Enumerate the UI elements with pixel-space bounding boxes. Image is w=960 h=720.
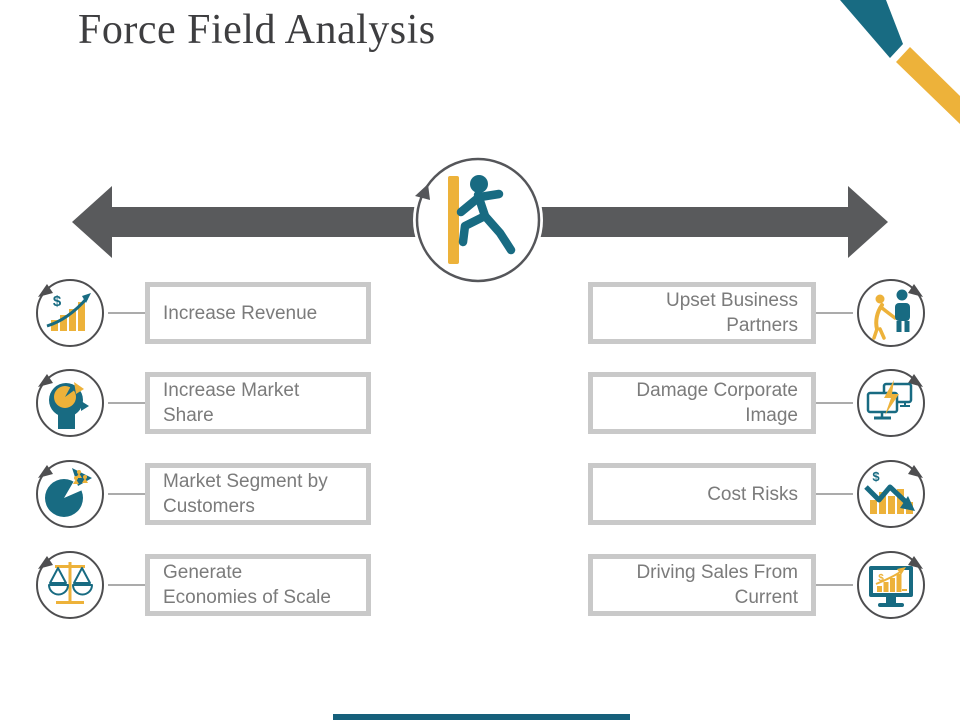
force-label: Damage Corporate Image bbox=[636, 380, 798, 426]
force-label-box: Cost Risks bbox=[588, 463, 816, 525]
connector-line bbox=[108, 493, 145, 495]
customer-segment-pie-icon bbox=[36, 460, 104, 528]
left-force-row: $ Increase Revenue bbox=[32, 275, 371, 351]
page-title: Force Field Analysis bbox=[78, 7, 436, 53]
svg-text:$: $ bbox=[878, 573, 884, 584]
monitor-sales-growth-icon: $ bbox=[857, 551, 925, 619]
force-label-box: Generate Economies of Scale bbox=[145, 554, 371, 616]
balance-scale-icon bbox=[36, 551, 104, 619]
bottom-accent-bar bbox=[333, 714, 630, 720]
head-pie-icon bbox=[36, 369, 104, 437]
force-label: Generate Economies of Scale bbox=[163, 562, 331, 608]
running-man-icon bbox=[413, 155, 543, 285]
force-label: Upset Business Partners bbox=[665, 290, 798, 336]
right-force-row: Driving Sales From Current $ bbox=[588, 547, 929, 623]
left-force-row: Generate Economies of Scale bbox=[32, 547, 371, 623]
force-label-box: Driving Sales From Current bbox=[588, 554, 816, 616]
force-label: Market Segment by Customers bbox=[163, 471, 328, 517]
connector-line bbox=[108, 584, 145, 586]
force-label: Increase Revenue bbox=[163, 302, 318, 324]
force-label: Cost Risks bbox=[707, 483, 798, 505]
right-force-row: Cost Risks $ bbox=[588, 456, 929, 532]
force-label-box: Market Segment by Customers bbox=[145, 463, 371, 525]
right-force-row: Upset Business Partners bbox=[588, 275, 929, 351]
left-force-row: Increase Market Share bbox=[32, 365, 371, 441]
business-partners-icon bbox=[857, 279, 925, 347]
force-label-box: Damage Corporate Image bbox=[588, 372, 816, 434]
monitors-lightning-icon bbox=[857, 369, 925, 437]
connector-line bbox=[108, 402, 145, 404]
connector-line bbox=[108, 312, 145, 314]
force-label-box: Upset Business Partners bbox=[588, 282, 816, 344]
right-force-row: Damage Corporate Image bbox=[588, 365, 929, 441]
connector-line bbox=[816, 584, 853, 586]
cost-decline-icon: $ bbox=[857, 460, 925, 528]
left-force-row: Market Segment by Customers bbox=[32, 456, 371, 532]
connector-line bbox=[816, 312, 853, 314]
force-label: Increase Market Share bbox=[163, 380, 300, 426]
force-label-box: Increase Market Share bbox=[145, 372, 371, 434]
svg-text:$: $ bbox=[53, 293, 62, 310]
connector-line bbox=[816, 402, 853, 404]
force-label: Driving Sales From Current bbox=[636, 562, 798, 608]
connector-line bbox=[816, 493, 853, 495]
revenue-growth-icon: $ bbox=[36, 279, 104, 347]
svg-text:$: $ bbox=[872, 469, 880, 484]
corner-ribbon-decoration bbox=[840, 0, 960, 124]
opposing-forces-arrow bbox=[72, 155, 888, 285]
force-label-box: Increase Revenue bbox=[145, 282, 371, 344]
